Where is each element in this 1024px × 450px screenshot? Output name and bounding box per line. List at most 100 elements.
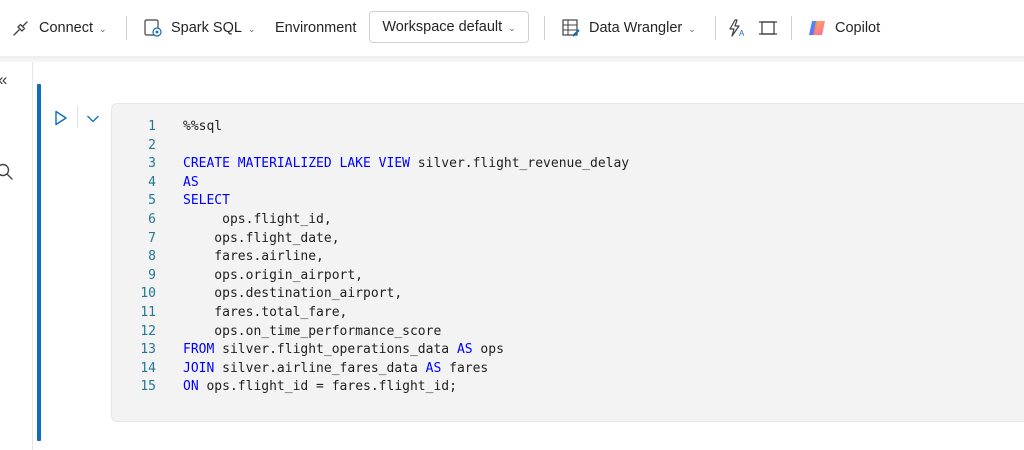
- code-line[interactable]: 8 fares.airline,: [112, 248, 629, 267]
- line-content: %%sql: [183, 118, 222, 137]
- sql-language-icon: [143, 18, 163, 38]
- code-line[interactable]: 13 FROM silver.flight_operations_data AS …: [112, 341, 629, 360]
- code-line[interactable]: 5 SELECT: [112, 192, 629, 211]
- line-content: ops.origin_airport,: [183, 267, 363, 286]
- line-number: 3: [148, 156, 156, 172]
- chevron-down-icon[interactable]: [86, 111, 100, 129]
- code-line[interactable]: 7 ops.flight_date,: [112, 230, 629, 249]
- code-text: ops.origin_airport,: [183, 267, 364, 283]
- code-text: ops.flight_id,: [183, 211, 332, 227]
- line-number: 13: [140, 342, 156, 358]
- chevron-down-icon: ⌄: [247, 23, 256, 34]
- toolbar-divider: [544, 16, 545, 40]
- copilot-label: Copilot: [835, 20, 881, 36]
- svg-text:A: A: [739, 29, 745, 38]
- sql-keyword: FROM: [183, 342, 215, 358]
- code-line[interactable]: 10 ops.destination_airport,: [112, 285, 629, 304]
- code-text: ops: [472, 342, 504, 358]
- code-text: silver.airline_fares_data: [214, 360, 426, 376]
- format-button[interactable]: A: [726, 0, 746, 56]
- line-number: 9: [148, 267, 156, 283]
- code-text: fares: [441, 360, 489, 376]
- code-line[interactable]: 9 ops.origin_airport,: [112, 267, 629, 286]
- plug-icon: [12, 19, 30, 37]
- sql-keyword: SELECT: [183, 193, 230, 209]
- rail-divider: [32, 62, 33, 450]
- line-content: FROM silver.flight_operations_data AS op…: [183, 341, 504, 360]
- code-line[interactable]: 3 CREATE MATERIALIZED LAKE VIEW silver.fl…: [112, 155, 629, 174]
- code-lines: 1 %%sql 2 3 CREATE MATERIALIZED LAKE VIEW si…: [112, 118, 629, 397]
- frame-icon: [758, 18, 778, 38]
- copilot-logo-icon: [807, 18, 827, 38]
- environment-button[interactable]: Environment: [275, 0, 356, 56]
- code-line[interactable]: 4 AS: [112, 174, 629, 193]
- chevron-down-icon: ⌄: [688, 23, 696, 34]
- line-content: JOIN silver.airline_fares_data AS fares: [183, 360, 488, 379]
- line-number: 7: [148, 230, 156, 246]
- line-number: 15: [140, 379, 156, 395]
- code-line[interactable]: 2: [112, 137, 629, 156]
- sql-keyword: JOIN: [183, 360, 215, 376]
- code-line[interactable]: 11 fares.total_fare,: [112, 304, 629, 323]
- toolbar-shadow: [0, 56, 1024, 62]
- environment-label: Environment: [275, 20, 357, 36]
- workspace-dropdown[interactable]: Workspace default ⌄: [369, 11, 529, 43]
- toolbar-divider: [791, 16, 792, 40]
- code-line[interactable]: 14 JOIN silver.airline_fares_data AS fare…: [112, 360, 629, 379]
- line-number: 8: [148, 249, 156, 265]
- code-line[interactable]: 15 ON ops.flight_id = fares.flight_id;: [112, 378, 629, 397]
- code-text: silver.flight_revenue_delay: [409, 156, 630, 172]
- line-number: 2: [148, 137, 156, 153]
- line-number: 10: [140, 286, 156, 302]
- line-content: ops.destination_airport,: [183, 285, 402, 304]
- line-content: CREATE MATERIALIZED LAKE VIEW silver.fli…: [183, 155, 629, 174]
- frame-button[interactable]: [758, 0, 778, 56]
- active-cell-indicator: [37, 84, 41, 441]
- line-content: ops.flight_date,: [183, 230, 340, 249]
- data-wrangler-label: Data Wrangler: [589, 20, 683, 36]
- line-number: 1: [148, 119, 156, 134]
- sql-keyword: AS: [425, 360, 442, 376]
- line-content: ops.on_time_performance_score: [183, 323, 441, 342]
- code-text: ops.flight_date,: [183, 230, 340, 246]
- toolbar-divider: [126, 16, 127, 40]
- line-number: 12: [140, 323, 156, 339]
- sql-keyword: CREATE MATERIALIZED LAKE VIEW: [183, 156, 410, 172]
- language-selector[interactable]: Spark SQL ⌄: [143, 0, 255, 56]
- code-text: %%sql: [183, 119, 223, 134]
- code-text: fares.total_fare,: [183, 304, 348, 320]
- line-content: ops.flight_id,: [183, 211, 332, 230]
- code-text: ops.on_time_performance_score: [183, 323, 442, 339]
- line-content: ON ops.flight_id = fares.flight_id;: [183, 378, 457, 397]
- sql-keyword: ON: [183, 379, 199, 395]
- line-number: 11: [140, 304, 156, 320]
- connect-button[interactable]: Connect ⌄: [12, 0, 107, 56]
- workspace-label: Workspace default: [382, 19, 503, 35]
- connect-label: Connect: [39, 20, 94, 36]
- copilot-button[interactable]: Copilot: [807, 0, 880, 56]
- data-wrangler-icon: [561, 18, 581, 38]
- code-text: silver.flight_operations_data: [214, 342, 457, 358]
- code-line[interactable]: 6 ops.flight_id,: [112, 211, 629, 230]
- run-cell-icon[interactable]: [54, 110, 68, 131]
- code-line[interactable]: 12 ops.on_time_performance_score: [112, 323, 629, 342]
- chevron-down-icon: ⌄: [508, 22, 516, 33]
- double-chevron-left-icon[interactable]: «: [0, 70, 7, 90]
- data-wrangler-button[interactable]: Data Wrangler ⌄: [561, 0, 696, 56]
- language-label: Spark SQL: [171, 20, 242, 36]
- code-text: ops.flight_id = fares.flight_id;: [198, 379, 457, 395]
- code-editor[interactable]: 1 %%sql 2 3 CREATE MATERIALIZED LAKE VIEW si…: [111, 103, 1024, 422]
- code-text: ops.destination_airport,: [183, 286, 403, 302]
- sql-keyword: AS: [183, 174, 199, 190]
- line-content: AS: [183, 174, 199, 193]
- line-number: 14: [140, 360, 156, 376]
- line-number: 4: [148, 174, 156, 190]
- cell-action-divider: [77, 106, 78, 128]
- search-icon[interactable]: [0, 163, 14, 186]
- line-number: 5: [148, 193, 156, 209]
- line-content: fares.airline,: [183, 248, 324, 267]
- line-content: SELECT: [183, 192, 230, 211]
- code-line[interactable]: 1 %%sql: [112, 118, 629, 137]
- lightning-format-icon: A: [726, 18, 746, 38]
- chevron-down-icon: ⌄: [99, 23, 107, 34]
